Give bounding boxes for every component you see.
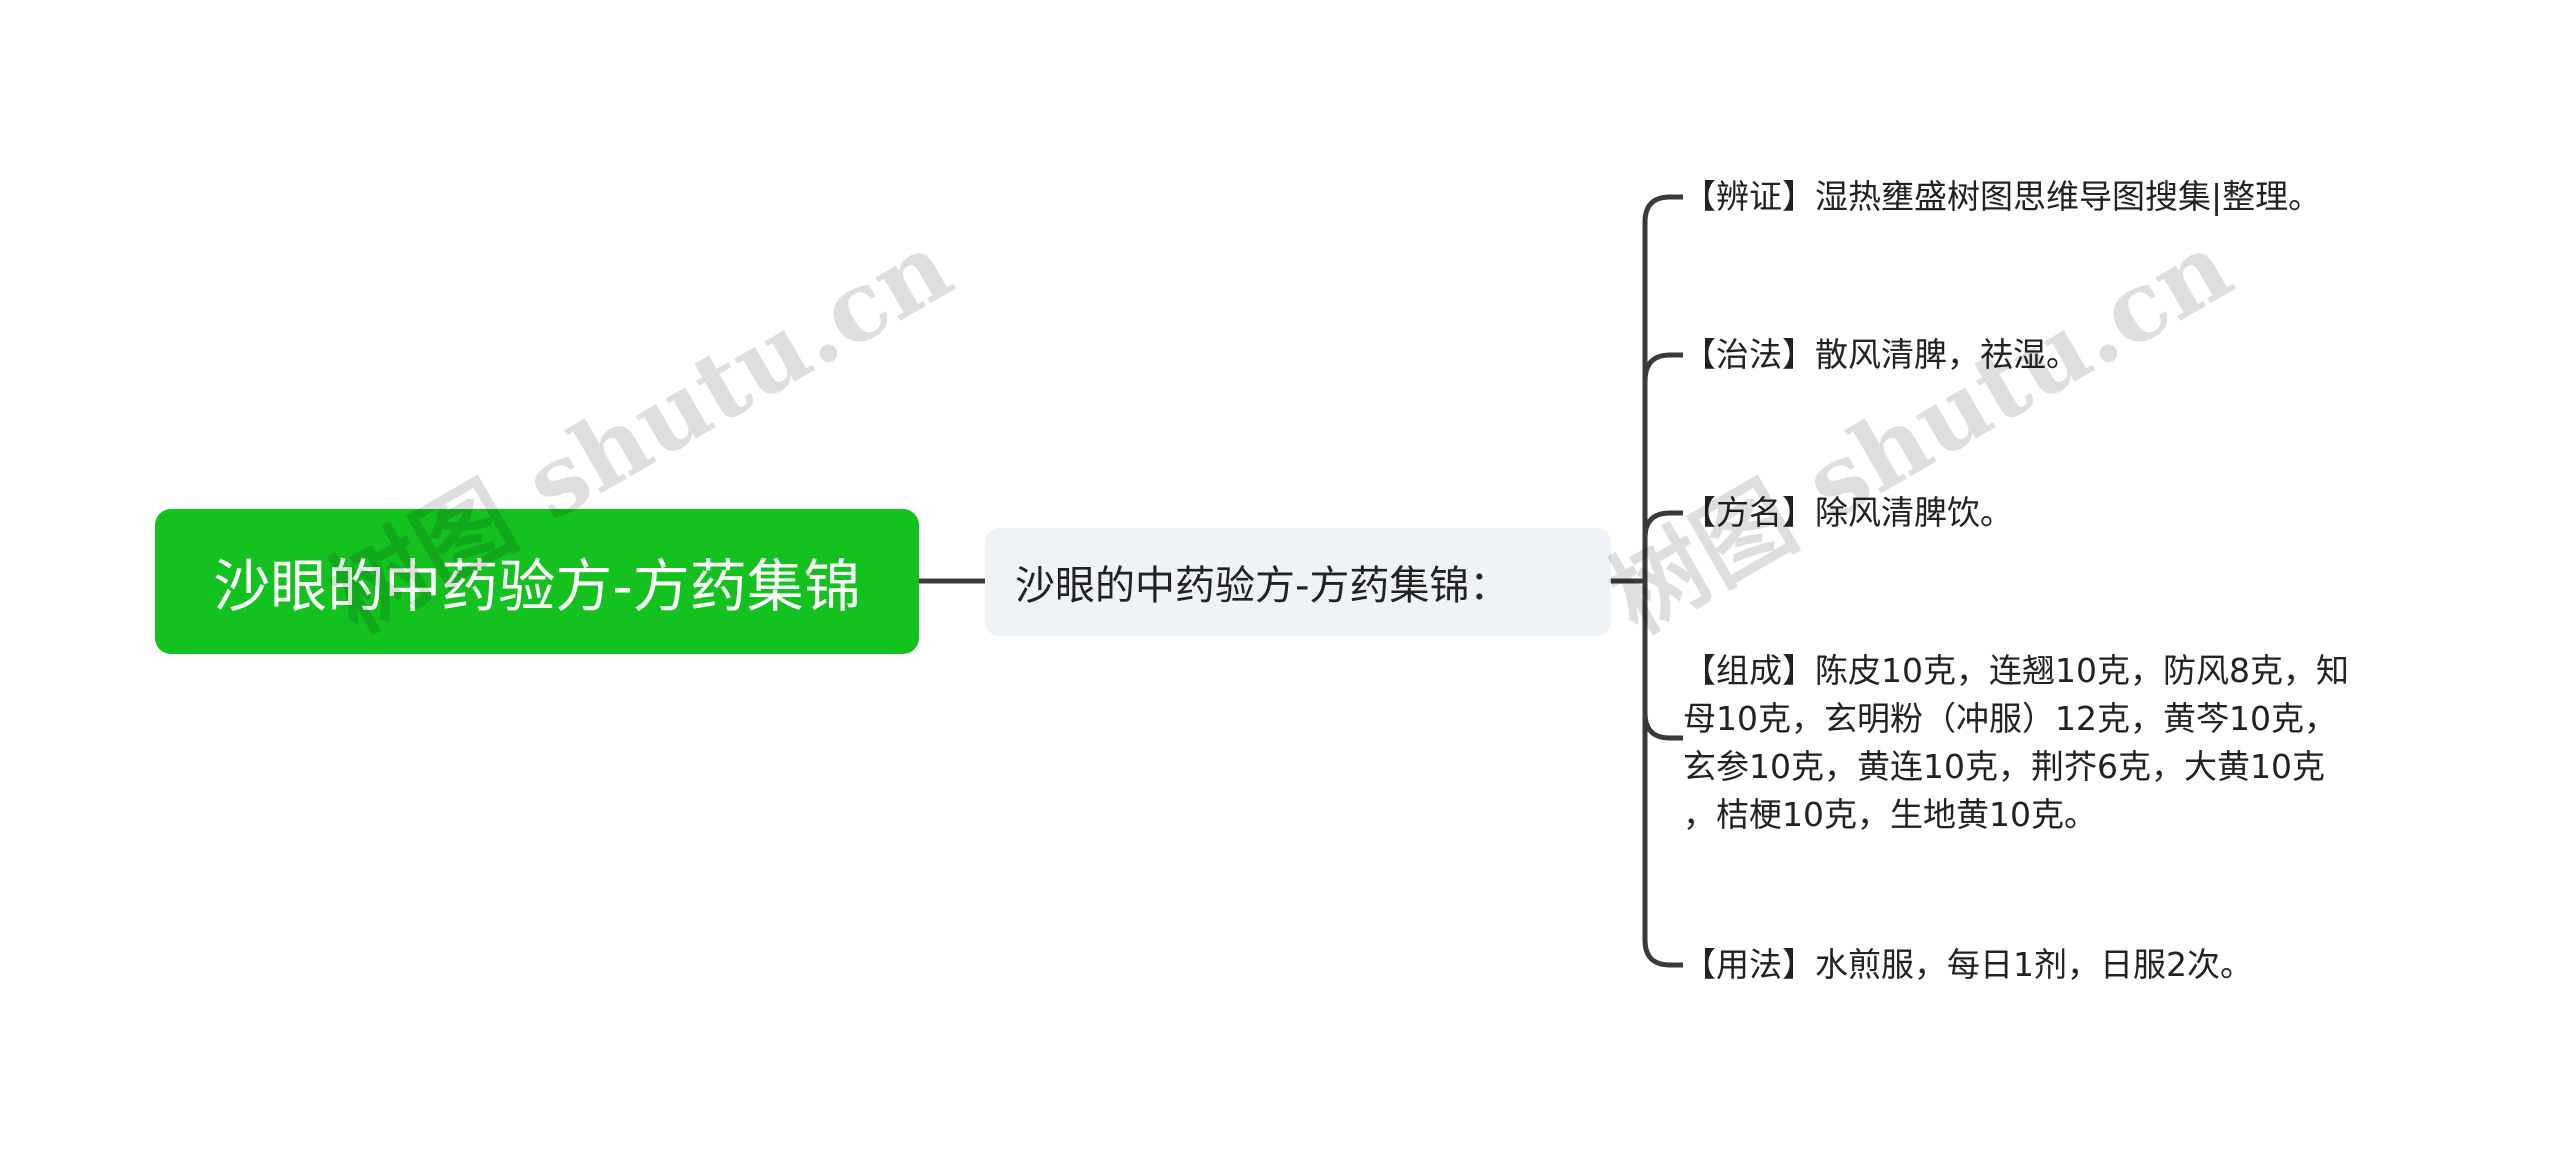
- leaf-usage[interactable]: 【用法】水煎服，每日1剂，日服2次。: [1683, 941, 2253, 989]
- leaf-treatment-label: 【治法】散风清脾，祛湿。: [1683, 335, 2079, 374]
- leaf-composition-line-1: 【组成】陈皮10克，连翘10克，防风8克，知: [1683, 651, 2349, 690]
- root-topic[interactable]: 沙眼的中药验方-方药集锦: [155, 509, 919, 654]
- leaf-formula-name-label: 【方名】除风清脾饮。: [1683, 493, 2013, 532]
- leaf-formula-name[interactable]: 【方名】除风清脾饮。: [1683, 489, 2013, 537]
- branch-topic-label: 沙眼的中药验方-方药集锦：: [1015, 563, 1510, 609]
- leaf-treatment[interactable]: 【治法】散风清脾，祛湿。: [1683, 331, 2079, 379]
- branch-topic[interactable]: 沙眼的中药验方-方药集锦：: [985, 528, 1611, 636]
- root-topic-label: 沙眼的中药验方-方药集锦: [213, 553, 861, 620]
- leaf-4-connector: [1642, 712, 1683, 741]
- leaf-composition-line-2: 母10克，玄明粉（冲服）12克，黄芩10克，: [1683, 699, 2337, 738]
- leaf-diagnosis-label: 【辨证】湿热壅盛树图思维导图搜集|整理。: [1683, 177, 2322, 216]
- leaf-usage-label: 【用法】水煎服，每日1剂，日服2次。: [1683, 945, 2253, 984]
- leaf-diagnosis[interactable]: 【辨证】湿热壅盛树图思维导图搜集|整理。: [1683, 173, 2321, 221]
- spine-connector: [1642, 194, 1683, 968]
- leaf-2-connector: [1642, 352, 1683, 382]
- leaf-composition-line-4: ，桔梗10克，生地黄10克。: [1683, 795, 2097, 834]
- leaf-composition-line-3: 玄参10克，黄连10克，荆芥6克，大黄10克: [1683, 747, 2325, 786]
- leaf-composition[interactable]: 【组成】陈皮10克，连翘10克，防风8克，知 母10克，玄明粉（冲服）12克，黄…: [1683, 647, 2349, 839]
- leaf-3-connector: [1642, 510, 1683, 539]
